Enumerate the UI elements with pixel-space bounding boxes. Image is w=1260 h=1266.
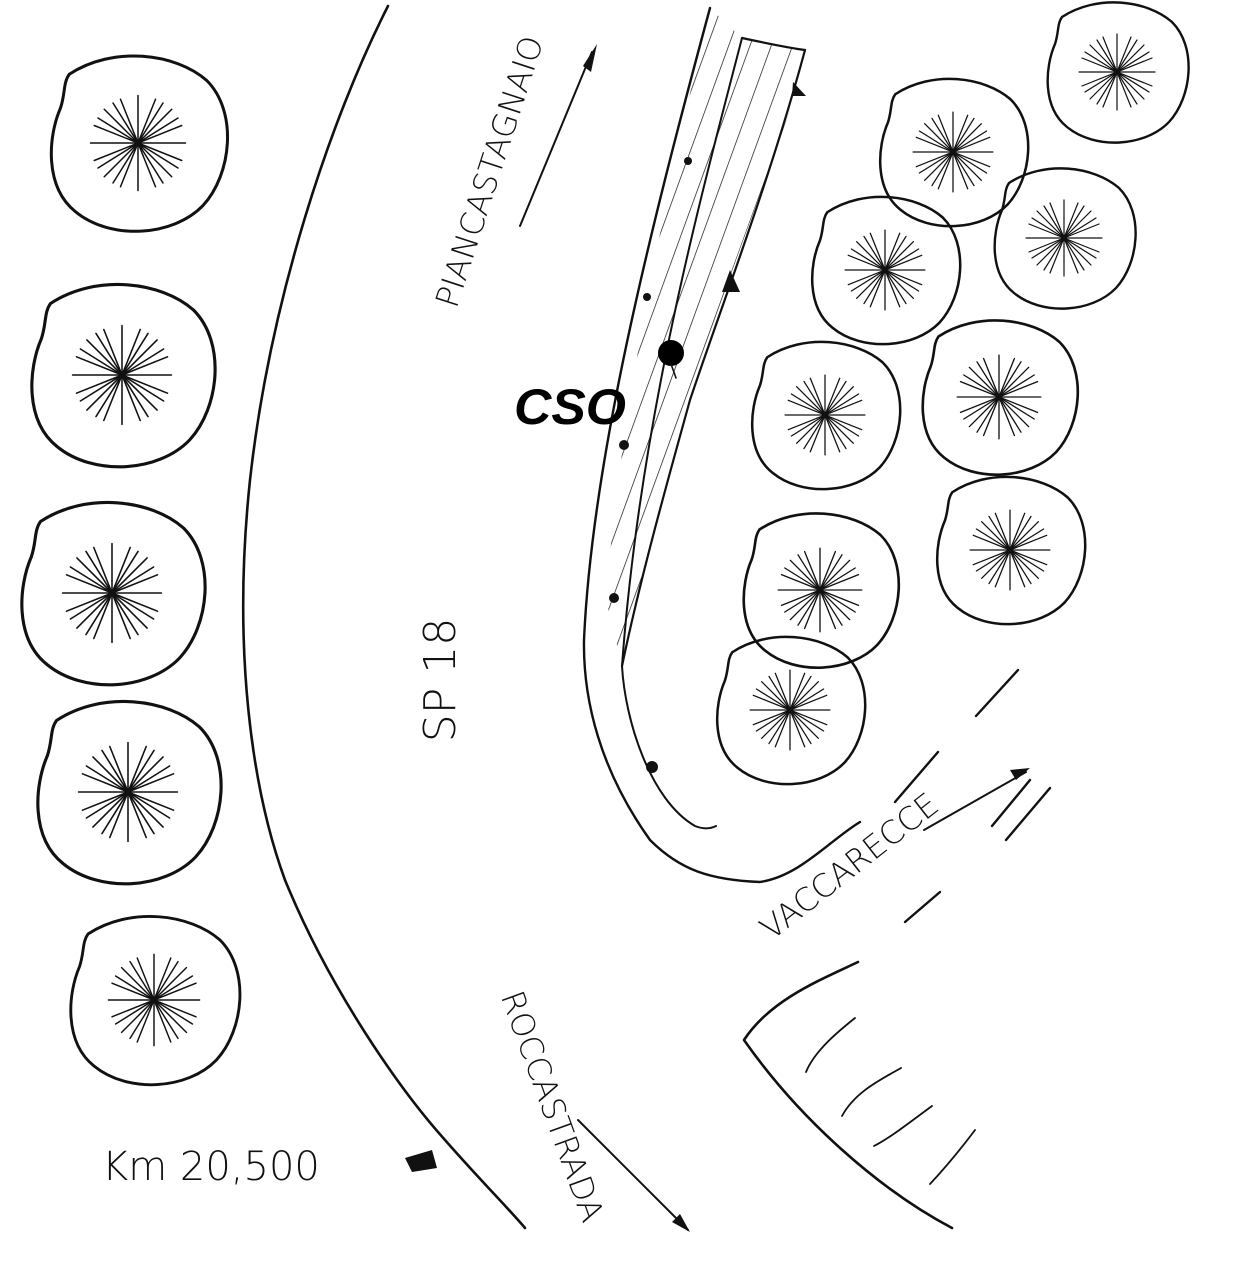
- tree-right-3: [993, 167, 1137, 310]
- verge-outer-edge: [582, 6, 862, 884]
- tree-right-9: [715, 635, 867, 786]
- poles: [609, 157, 692, 773]
- tree-left-4: [36, 699, 223, 886]
- side-road-label: VACCARECCE: [753, 785, 946, 947]
- side-road-lines: [893, 668, 1052, 924]
- cso-label: CSO: [514, 379, 626, 435]
- direction-south-label: ROCCASTRADA: [493, 986, 612, 1227]
- tree-right-6: [750, 340, 902, 491]
- road-name-label: SP 18: [415, 618, 466, 742]
- tree-left-5: [69, 915, 242, 1087]
- arrow-vaccarecce-icon: [923, 768, 1030, 831]
- tree-right-8: [742, 512, 901, 670]
- direction-north-label: PIANCASTAGNAIO: [428, 31, 552, 312]
- field-corner: [742, 960, 954, 1230]
- verge-marker-icon: [792, 82, 806, 96]
- tree-left-3: [20, 500, 207, 687]
- kilometer-label: Km 20,500: [102, 1144, 320, 1190]
- verge-marker-icon: [722, 270, 740, 292]
- km-marker-icon: [405, 1150, 437, 1172]
- tree-right-4: [810, 195, 962, 346]
- tree-right-2: [878, 77, 1030, 228]
- verge-field-edge: [620, 48, 807, 668]
- arrow-piancastagnaio-icon: [519, 44, 597, 227]
- arrow-roccastrada-icon: [577, 1119, 690, 1232]
- field-hatch: [805, 1017, 976, 1185]
- tree-left-2: [30, 282, 217, 469]
- tree-right-7: [935, 475, 1087, 626]
- tree-right-1: [1046, 1, 1190, 144]
- cso-pointer: [670, 363, 677, 379]
- road-edge-left: [241, 4, 527, 1230]
- cso-point-icon: [658, 340, 684, 366]
- tree-left-1: [49, 54, 230, 233]
- hatched-verge: [606, 8, 805, 666]
- tree-right-5: [921, 319, 1080, 477]
- verge-top-cap: [740, 36, 807, 52]
